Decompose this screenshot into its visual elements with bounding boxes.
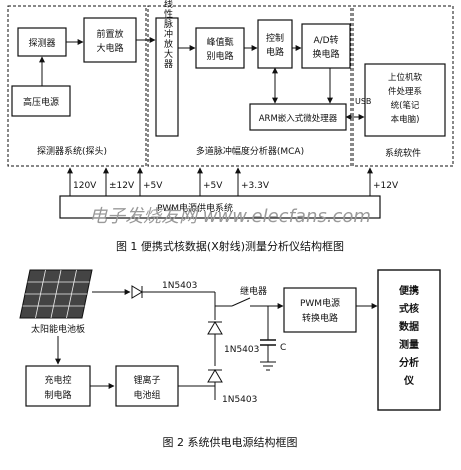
pc-label-1: 上位机软 xyxy=(388,72,423,83)
charge-ctrl-label-1: 充电控 xyxy=(44,374,71,386)
control-box xyxy=(257,19,293,69)
pulse-amp-label: 线性脉冲放大器 xyxy=(162,0,173,69)
pc-label-3: 统(笔记 xyxy=(391,100,420,111)
hv-supply-label: 高压电源 xyxy=(23,96,59,108)
pulse-amp-box xyxy=(155,17,179,137)
system-software-label: 系统软件 xyxy=(385,147,421,159)
diode-mid xyxy=(207,321,223,335)
device-label-5: 分析 xyxy=(399,356,419,369)
diode-bot xyxy=(207,369,223,383)
diode-top xyxy=(131,285,143,299)
device-label-3: 数据 xyxy=(399,320,419,333)
usb-label: USB xyxy=(355,97,371,106)
figure-1: 探测器 前置放 大电路 高压电源 探测器系统(探头) 线性脉冲放大器 峰值甄 别… xyxy=(7,0,454,253)
voltage-12v: +12V xyxy=(373,181,399,191)
peak-detect-box xyxy=(195,27,245,69)
device-label-6: 仪 xyxy=(403,375,415,387)
preamp-label-1: 前置放 xyxy=(96,28,123,40)
diode-top-label: 1N5403 xyxy=(162,281,197,291)
figure-2: 太阳能电池板 1N5403 继电器 C 1N5403 xyxy=(19,269,441,449)
device-label-4: 测量 xyxy=(399,338,419,351)
voltage-120v: 120V xyxy=(73,181,97,191)
mca-group xyxy=(147,5,352,167)
charge-ctrl-label-2: 制电路 xyxy=(44,389,71,401)
solar-panel-icon xyxy=(19,269,93,319)
peak-detect-label-1: 峰值甄 xyxy=(206,36,233,48)
figure2-caption: 图 2 系统供电电源结构框图 xyxy=(163,435,298,449)
probe-system-group xyxy=(7,5,147,167)
voltage-3v3: +3.3V xyxy=(241,181,270,191)
control-label-1: 控制 xyxy=(266,32,284,44)
pwm-convert-box xyxy=(283,287,357,333)
voltage-pm12v: ±12V xyxy=(109,181,135,191)
figure1-caption: 图 1 便携式核数据(X射线)测量分析仪结构框图 xyxy=(116,239,344,253)
preamp-label-2: 大电路 xyxy=(96,42,123,54)
control-label-2: 电路 xyxy=(266,46,284,58)
diode-mid-label: 1N5403 xyxy=(224,345,259,355)
solar-panel-label: 太阳能电池板 xyxy=(31,323,85,335)
software-group xyxy=(352,5,454,167)
preamp-box xyxy=(83,17,137,63)
voltage-5v-a: +5V xyxy=(143,181,163,191)
device-box xyxy=(377,269,441,411)
adc-box xyxy=(301,23,351,69)
detector-label: 探测器 xyxy=(28,37,55,49)
battery-label-2: 电池组 xyxy=(133,389,160,401)
probe-system-label: 探测器系统(探头) xyxy=(37,145,107,157)
capacitor-label: C xyxy=(280,343,286,353)
pwm-system-label: PWM电源供电系统 xyxy=(157,202,233,214)
pc-box xyxy=(364,63,446,137)
watermark: 电子发烧友网 www.elecfans.com xyxy=(89,206,371,227)
pc-label-2: 件处理系 xyxy=(388,86,422,97)
arm-label: ARM嵌入式微处理器 xyxy=(259,113,338,124)
pc-label-4: 本电脑) xyxy=(391,114,420,125)
pwm-convert-label-2: 转换电路 xyxy=(302,312,338,324)
voltage-5v-b: +5V xyxy=(203,181,223,191)
voltage-rails xyxy=(67,167,373,196)
pwm-convert-label-1: PWM电源 xyxy=(300,297,340,309)
adc-label-2: 换电路 xyxy=(312,48,339,60)
diode-bot-label: 1N5403 xyxy=(222,395,257,405)
peak-detect-label-2: 别电路 xyxy=(206,50,233,62)
device-label-1: 便携 xyxy=(399,284,419,297)
mca-label: 多道脉冲幅度分析器(MCA) xyxy=(196,145,304,157)
hv-supply-box xyxy=(11,85,71,117)
adc-label-1: A/D转 xyxy=(313,34,338,46)
device-label-2: 式核 xyxy=(399,302,419,315)
battery-label-1: 锂离子 xyxy=(133,374,160,386)
pwm-system-box xyxy=(59,195,381,219)
relay-label: 继电器 xyxy=(240,285,267,297)
